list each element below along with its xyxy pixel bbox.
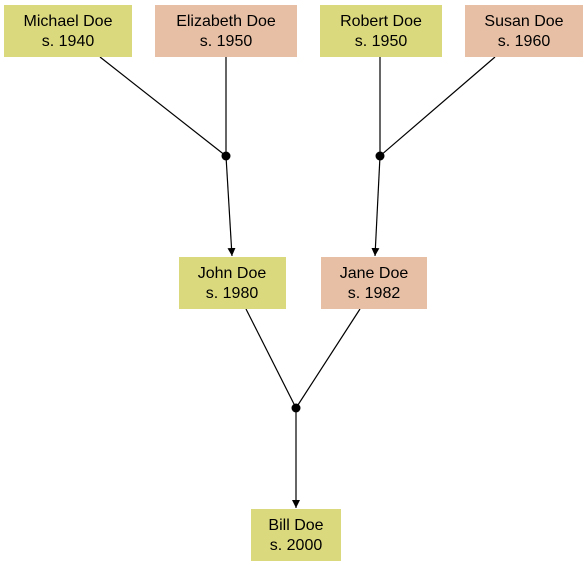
person-birth-year: s. 2000 [270, 537, 323, 554]
person-box [179, 257, 286, 309]
edge-junction-2-to-jane [371, 155, 381, 257]
person-box [155, 5, 297, 57]
edge-susan-to-junction-2 [379, 56, 496, 157]
person-box [251, 509, 341, 561]
person-node-elizabeth: Elizabeth Doe s. 1950 [155, 5, 297, 57]
person-node-michael: Michael Doe s. 1940 [4, 5, 132, 57]
person-birth-year: s. 1950 [200, 33, 253, 50]
edge-john-to-junction-3 [245, 308, 297, 409]
person-birth-year: s. 1960 [498, 33, 551, 50]
person-node-bill: Bill Doe s. 2000 [251, 509, 341, 561]
family-junction-robert-susan [375, 151, 385, 161]
person-node-robert: Robert Doe s. 1950 [320, 5, 442, 57]
person-node-susan: Susan Doe s. 1960 [465, 5, 583, 57]
person-name: Bill Doe [268, 517, 323, 534]
person-name: Michael Doe [24, 13, 113, 30]
person-name: Robert Doe [340, 13, 422, 30]
person-name: John Doe [198, 265, 267, 282]
family-junction-michael-elizabeth [221, 151, 231, 161]
person-box [320, 5, 442, 57]
person-birth-year: s. 1980 [206, 285, 259, 302]
person-box [321, 257, 427, 309]
family-junction-john-jane [291, 403, 301, 413]
edge-jane-to-junction-3 [295, 308, 361, 409]
person-box [4, 5, 132, 57]
person-name: Susan Doe [484, 13, 563, 30]
person-box [465, 5, 583, 57]
person-birth-year: s. 1982 [348, 285, 401, 302]
edge-michael-to-junction-1 [99, 56, 227, 157]
person-birth-year: s. 1940 [42, 33, 95, 50]
person-name: Elizabeth Doe [176, 13, 276, 30]
edges [99, 56, 496, 508]
junctions [221, 151, 385, 413]
person-node-john: John Doe s. 1980 [179, 257, 286, 309]
person-birth-year: s. 1950 [355, 33, 408, 50]
person-name: Jane Doe [340, 265, 409, 282]
person-node-jane: Jane Doe s. 1982 [321, 257, 427, 309]
edge-junction-1-to-john [225, 155, 236, 257]
